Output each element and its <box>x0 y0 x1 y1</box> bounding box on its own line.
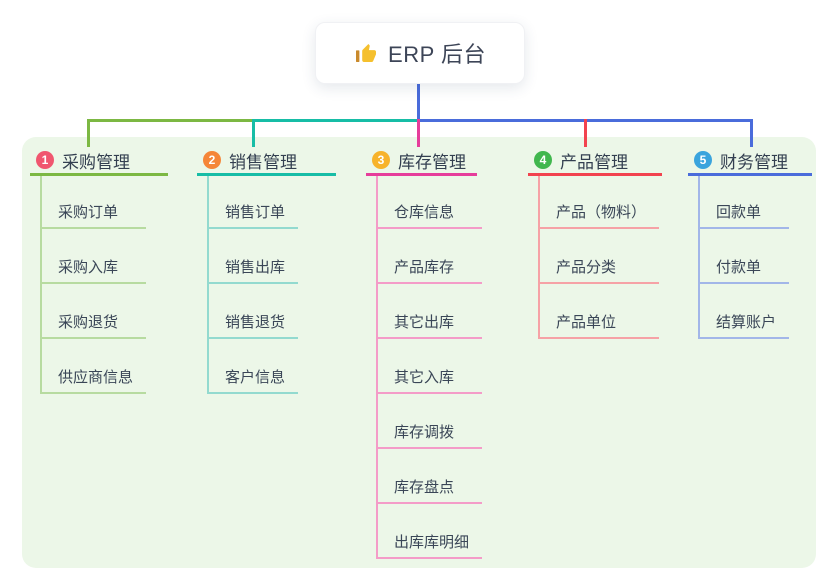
branch-children: 销售订单销售出库销售退货客户信息 <box>207 176 299 394</box>
child-node[interactable]: 库存调拨 <box>378 394 483 449</box>
branch-drop-connector <box>417 119 420 147</box>
thumbs-up-icon <box>354 41 378 65</box>
branch-3: 3 库存管理仓库信息产品库存其它出库其它入库库存调拨库存盘点出库库明细 <box>366 147 483 559</box>
root-connector <box>417 82 420 122</box>
bus-segment-teal <box>252 119 417 122</box>
child-node[interactable]: 销售出库 <box>209 229 299 284</box>
branch-number-badge: 1 <box>36 151 54 169</box>
branch-drop-connector <box>584 119 587 147</box>
child-node[interactable]: 产品（物料） <box>540 176 660 229</box>
child-node[interactable]: 供应商信息 <box>42 339 147 394</box>
child-node[interactable]: 产品库存 <box>378 229 483 284</box>
child-node[interactable]: 产品单位 <box>540 284 660 339</box>
child-node[interactable]: 产品分类 <box>540 229 660 284</box>
child-node[interactable]: 回款单 <box>700 176 790 229</box>
branch-children: 仓库信息产品库存其它出库其它入库库存调拨库存盘点出库库明细 <box>376 176 483 559</box>
child-node[interactable]: 采购入库 <box>42 229 147 284</box>
child-node[interactable]: 仓库信息 <box>378 176 483 229</box>
branch-children: 回款单付款单结算账户 <box>698 176 790 339</box>
branch-drop-connector <box>252 119 255 147</box>
branch-label: 财务管理 <box>720 152 788 172</box>
child-node[interactable]: 其它出库 <box>378 284 483 339</box>
child-node[interactable]: 采购退货 <box>42 284 147 339</box>
child-node[interactable]: 客户信息 <box>209 339 299 394</box>
branch-label: 销售管理 <box>229 152 297 172</box>
child-node[interactable]: 结算账户 <box>700 284 790 339</box>
child-node[interactable]: 库存盘点 <box>378 449 483 504</box>
child-node[interactable]: 销售退货 <box>209 284 299 339</box>
branch-number-badge: 3 <box>372 151 390 169</box>
child-node[interactable]: 采购订单 <box>42 176 147 229</box>
root-node-label: ERP 后台 <box>388 42 486 67</box>
branch-drop-connector <box>87 119 90 147</box>
branch-node[interactable]: 2 销售管理 <box>197 147 336 176</box>
branch-1: 1 采购管理采购订单采购入库采购退货供应商信息 <box>30 147 168 394</box>
child-node[interactable]: 出库库明细 <box>378 504 483 559</box>
branch-label: 库存管理 <box>398 152 466 172</box>
branch-number-badge: 4 <box>534 151 552 169</box>
bus-segment-green <box>87 119 253 122</box>
branch-node[interactable]: 5 财务管理 <box>688 147 812 176</box>
branch-children: 产品（物料）产品分类产品单位 <box>538 176 660 339</box>
root-node[interactable]: ERP 后台 <box>315 22 525 84</box>
branch-4: 4 产品管理产品（物料）产品分类产品单位 <box>528 147 662 339</box>
branch-5: 5 财务管理回款单付款单结算账户 <box>688 147 812 339</box>
branch-number-badge: 5 <box>694 151 712 169</box>
child-node[interactable]: 其它入库 <box>378 339 483 394</box>
child-node[interactable]: 付款单 <box>700 229 790 284</box>
branch-children: 采购订单采购入库采购退货供应商信息 <box>40 176 147 394</box>
mindmap-panel <box>22 137 816 568</box>
branch-label: 产品管理 <box>560 152 628 172</box>
child-node[interactable]: 销售订单 <box>209 176 299 229</box>
branch-node[interactable]: 3 库存管理 <box>366 147 477 176</box>
branch-node[interactable]: 1 采购管理 <box>30 147 168 176</box>
branch-2: 2 销售管理销售订单销售出库销售退货客户信息 <box>197 147 336 394</box>
branch-node[interactable]: 4 产品管理 <box>528 147 662 176</box>
branch-label: 采购管理 <box>62 152 130 172</box>
branch-number-badge: 2 <box>203 151 221 169</box>
branch-drop-connector <box>750 119 753 147</box>
